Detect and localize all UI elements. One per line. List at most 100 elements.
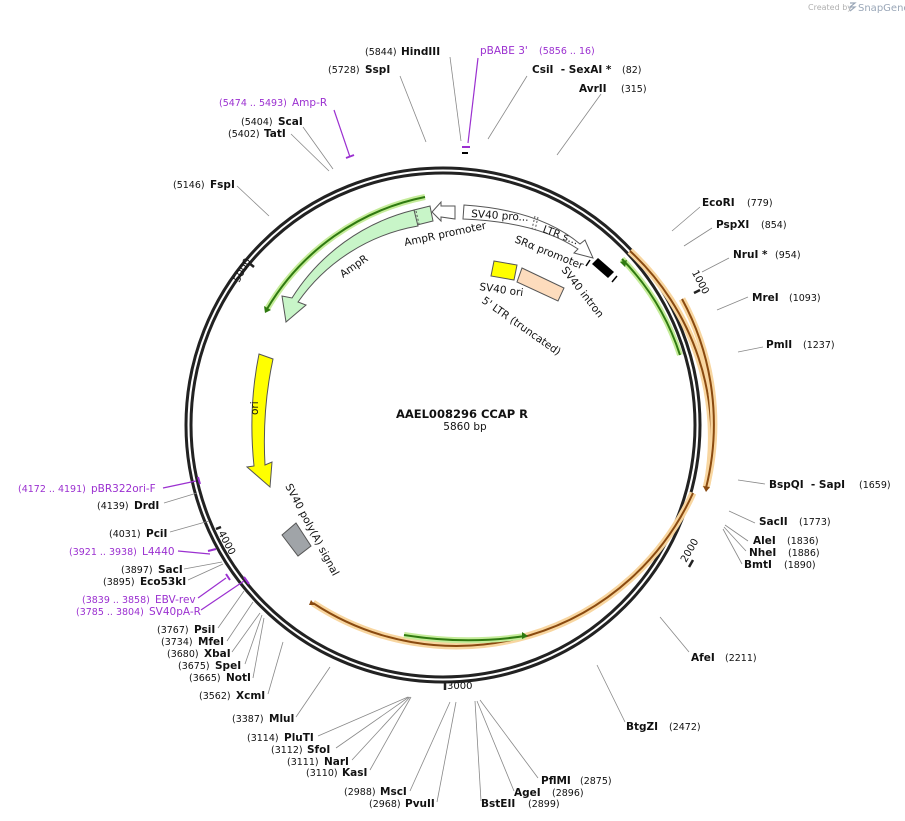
svg-text:(5856 .. 16): (5856 .. 16)	[539, 46, 595, 57]
site-bsteii[interactable]: BstEII (2899)	[481, 798, 560, 810]
site-msci[interactable]: (2988) MscI	[344, 786, 407, 798]
sv40-polya-feature[interactable]	[281, 522, 312, 557]
svg-text:(3112): (3112)	[271, 745, 303, 756]
site-agei[interactable]: AgeI (2896)	[514, 787, 584, 799]
svg-text:(3680): (3680)	[167, 649, 199, 660]
site-pflmi[interactable]: PflMI (2875)	[541, 775, 612, 787]
svg-text:1000: 1000	[689, 269, 711, 297]
site-avrii[interactable]: AvrII (315)	[579, 83, 647, 95]
site-ecori[interactable]: EcoRI (779)	[702, 197, 773, 209]
tick-1000: 1000	[689, 269, 711, 297]
site-saci[interactable]: (3897) SacI	[121, 564, 183, 576]
sv40-ori-feature[interactable]	[490, 260, 518, 281]
primer-pbr322ori[interactable]: (4172 .. 4191) pBR322ori-F	[18, 483, 156, 495]
site-mlui[interactable]: (3387) MluI	[232, 713, 294, 725]
svg-text:(4139): (4139)	[97, 501, 129, 512]
svg-text:5000: 5000	[232, 257, 254, 285]
primer-ebvrev[interactable]: (3839 .. 3858) EBV-rev	[82, 594, 196, 606]
svg-text:AgeI: AgeI	[514, 787, 541, 799]
svg-text:FspI: FspI	[210, 179, 235, 191]
site-alei[interactable]: AleI (1836)	[753, 535, 819, 547]
ampr-feature[interactable]	[281, 209, 419, 323]
site-sspi[interactable]: (5728) SspI	[328, 64, 390, 76]
svg-text:(3114): (3114)	[247, 733, 279, 744]
svg-text:SacII: SacII	[759, 516, 788, 528]
site-bspqi-sapi[interactable]: BspQI - SapI (1659)	[769, 479, 891, 491]
svg-text:2000: 2000	[679, 537, 701, 565]
sv40-intron-feature[interactable]	[585, 258, 618, 283]
snapgene-brand: SnapGene	[858, 3, 905, 14]
svg-text:pBABE 3': pBABE 3'	[480, 45, 528, 57]
site-scai[interactable]: (5404) ScaI	[241, 116, 303, 128]
site-drdi[interactable]: (4139) DrdI	[97, 500, 159, 512]
sv40-intron-label: SV40 intron	[559, 264, 606, 320]
svg-text:(3111): (3111)	[287, 757, 319, 768]
svg-text:(2875): (2875)	[580, 776, 612, 787]
backbone-inner-ring	[189, 171, 697, 679]
svg-text:Amp-R: Amp-R	[292, 97, 327, 109]
site-mfei[interactable]: (3734) MfeI	[161, 636, 224, 648]
backbone-outer-ring	[184, 166, 702, 684]
svg-text:MluI: MluI	[269, 713, 294, 725]
site-noti[interactable]: (3665) NotI	[189, 672, 251, 684]
ltr-label: LTR s...	[541, 224, 580, 248]
site-xcmi[interactable]: (3562) XcmI	[199, 690, 265, 702]
svg-text:(1093): (1093)	[789, 293, 821, 304]
svg-text:SpeI: SpeI	[215, 660, 241, 672]
svg-text:BmtI: BmtI	[744, 559, 772, 571]
five-ltr-feature[interactable]	[516, 267, 565, 302]
primer-pbabe3-marker[interactable]	[462, 57, 479, 154]
svg-text:(2899): (2899)	[528, 799, 560, 810]
site-nari[interactable]: (3111) NarI	[287, 756, 349, 768]
ampr-outer-feature[interactable]	[264, 194, 426, 313]
site-bmti[interactable]: BmtI (1890)	[744, 559, 816, 571]
primer-l4440-marker[interactable]	[177, 548, 217, 555]
site-csii-sexai[interactable]: CsiI - SexAI * (82)	[532, 64, 642, 76]
sv40-promoter-feature[interactable]	[462, 204, 594, 259]
site-tati[interactable]: (5402) TatI	[228, 128, 286, 140]
site-pcii[interactable]: (4031) PciI	[109, 528, 167, 540]
tick-5000: 5000	[232, 257, 255, 285]
site-psii[interactable]: (3767) PsiI	[157, 624, 215, 636]
primer-sv40pa-r[interactable]: (3785 .. 3804) SV40pA-R	[76, 606, 201, 618]
tick-2000: 2000	[679, 537, 701, 568]
ori-feature[interactable]	[245, 353, 274, 489]
site-sacii[interactable]: SacII (1773)	[759, 516, 831, 528]
primer-ampr[interactable]: (5474 .. 5493) Amp-R	[219, 97, 327, 109]
site-hindiii[interactable]: (5844) HindIII	[365, 46, 440, 58]
primer-pbabe3[interactable]: pBABE 3' (5856 .. 16)	[480, 45, 595, 57]
svg-text:(954): (954)	[775, 250, 801, 261]
primer-l4440[interactable]: (3921 .. 3938) L4440	[69, 546, 175, 558]
primer-pbr322ori-marker[interactable]	[162, 476, 201, 489]
svg-text:(1237): (1237)	[803, 340, 835, 351]
svg-text:(3675): (3675)	[178, 661, 210, 672]
site-xbai[interactable]: (3680) XbaI	[167, 648, 231, 660]
orf-inner-feature[interactable]	[403, 256, 683, 644]
site-nrui[interactable]: NruI * (954)	[733, 249, 801, 261]
site-kasi[interactable]: (3110) KasI	[306, 767, 367, 779]
site-nhei[interactable]: NheI (1886)	[749, 547, 820, 559]
svg-text:PluTI: PluTI	[284, 732, 314, 744]
primer-ampr-marker[interactable]	[333, 109, 355, 159]
primer-sv40pa-marker[interactable]	[200, 576, 250, 611]
site-pvuii[interactable]: (2968) PvuII	[369, 798, 435, 810]
svg-text:(3921 .. 3938): (3921 .. 3938)	[69, 547, 137, 558]
site-sfoi[interactable]: (3112) SfoI	[271, 744, 330, 756]
site-pspxi[interactable]: PspXI (854)	[716, 219, 787, 231]
svg-text:(1886): (1886)	[788, 548, 820, 559]
small-promoter-arrow[interactable]	[431, 200, 456, 223]
site-eco53ki[interactable]: (3895) Eco53kI	[103, 576, 186, 588]
site-pluti[interactable]: (3114) PluTI	[247, 732, 314, 744]
site-spei[interactable]: (3675) SpeI	[178, 660, 241, 672]
svg-text:NruI *: NruI *	[733, 249, 768, 261]
primer-ebvrev-marker[interactable]	[197, 573, 231, 599]
site-pmli[interactable]: PmlI (1237)	[766, 339, 835, 351]
orf-feature[interactable]	[309, 248, 718, 650]
ori-label: ori	[249, 401, 261, 415]
site-afei[interactable]: AfeI (2211)	[691, 652, 757, 664]
site-mrei[interactable]: MreI (1093)	[752, 292, 821, 304]
svg-text:(4172 .. 4191): (4172 .. 4191)	[18, 484, 86, 495]
site-fspi[interactable]: (5146) FspI	[173, 179, 235, 191]
site-btgzi[interactable]: BtgZI (2472)	[626, 721, 701, 733]
svg-text:(5402): (5402)	[228, 129, 260, 140]
